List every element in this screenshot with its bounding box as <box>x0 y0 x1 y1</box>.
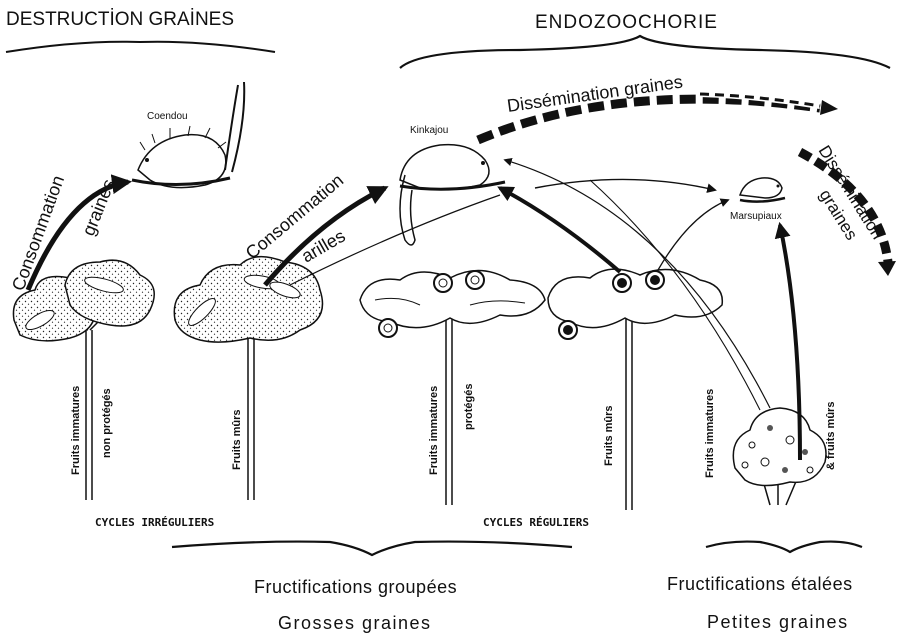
caption-fructifications-groupees: Fructifications groupées <box>254 577 457 597</box>
caption-petites-graines: Petites graines <box>707 612 849 632</box>
heading-destruction: DESTRUCTİON GRAİNES <box>6 9 234 30</box>
label-cycles-irreguliers: CYCLES IRRÉGULIERS <box>95 516 214 529</box>
brace-grouped <box>172 542 572 555</box>
marsupiaux-illustration <box>740 178 785 202</box>
arrow-tree4-marsupiaux <box>658 200 728 270</box>
brace-destruction <box>6 42 275 52</box>
label-fruits-murs-3: & fruits mûrs <box>825 402 837 470</box>
brace-spread <box>706 542 862 552</box>
label-fruits-immatures-1: Fruits immatures <box>70 386 82 475</box>
label-coendou: Coendou <box>147 111 188 122</box>
label-fruits-murs-2: Fruits mûrs <box>603 405 615 466</box>
arrow-kinkajou-marsupiaux <box>535 179 715 190</box>
tree-1 <box>13 260 154 500</box>
caption-fructifications-etalees: Fructifications étalées <box>667 574 853 594</box>
arrow-tree4-kinkajou <box>500 188 620 272</box>
tree-5 <box>733 408 826 505</box>
label-marsupiaux: Marsupiaux <box>730 211 782 222</box>
caption-grosses-graines: Grosses graines <box>278 613 432 633</box>
heading-endozoochorie: ENDOZOOCHORIE <box>535 12 718 33</box>
brace-endozoochorie <box>400 36 890 68</box>
tree-4 <box>548 269 722 510</box>
label-graines-1: graines <box>78 176 119 238</box>
coendou-illustration <box>132 82 244 188</box>
label-cycles-reguliers: CYCLES RÉGULIERS <box>483 516 589 529</box>
label-fruits-murs-1: Fruits mûrs <box>231 409 243 470</box>
label-fruits-immatures-2: Fruits immatures <box>428 386 440 475</box>
tree-3 <box>360 270 545 505</box>
label-kinkajou: Kinkajou <box>410 125 448 136</box>
label-fruits-immatures-3: Fruits immatures <box>704 389 716 478</box>
label-non-proteges: non protégés <box>101 388 113 458</box>
tree-2 <box>174 257 322 500</box>
label-proteges: protégés <box>463 384 475 430</box>
kinkajou-illustration <box>400 145 505 245</box>
